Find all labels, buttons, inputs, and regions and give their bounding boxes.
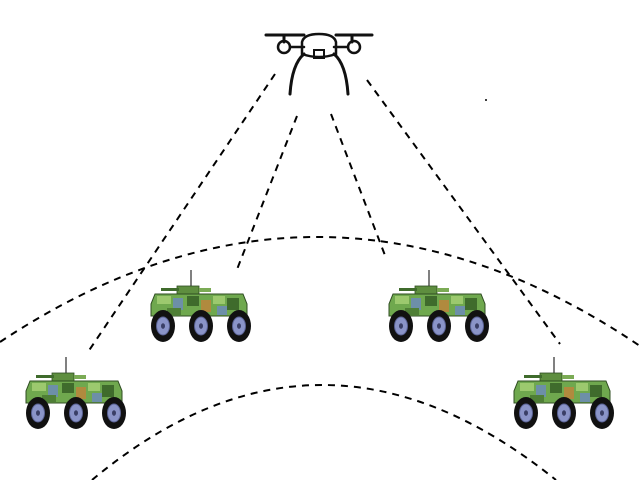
vehicle-right-inner: [388, 269, 490, 343]
vehicle-left-inner: [150, 269, 252, 343]
outer-coverage-arc: [0, 236, 640, 347]
quadcopter-drone-icon: [264, 32, 374, 96]
inner-coverage-arc: [91, 384, 557, 480]
vehicle-left-outer: [25, 356, 127, 430]
link-line-right-outer: [366, 79, 561, 345]
stray-dot: [485, 99, 487, 101]
vehicle-right-outer: [513, 356, 615, 430]
link-line-left-inner: [235, 115, 298, 273]
link-line-left-outer: [87, 73, 276, 353]
link-line-right-inner: [330, 113, 387, 259]
